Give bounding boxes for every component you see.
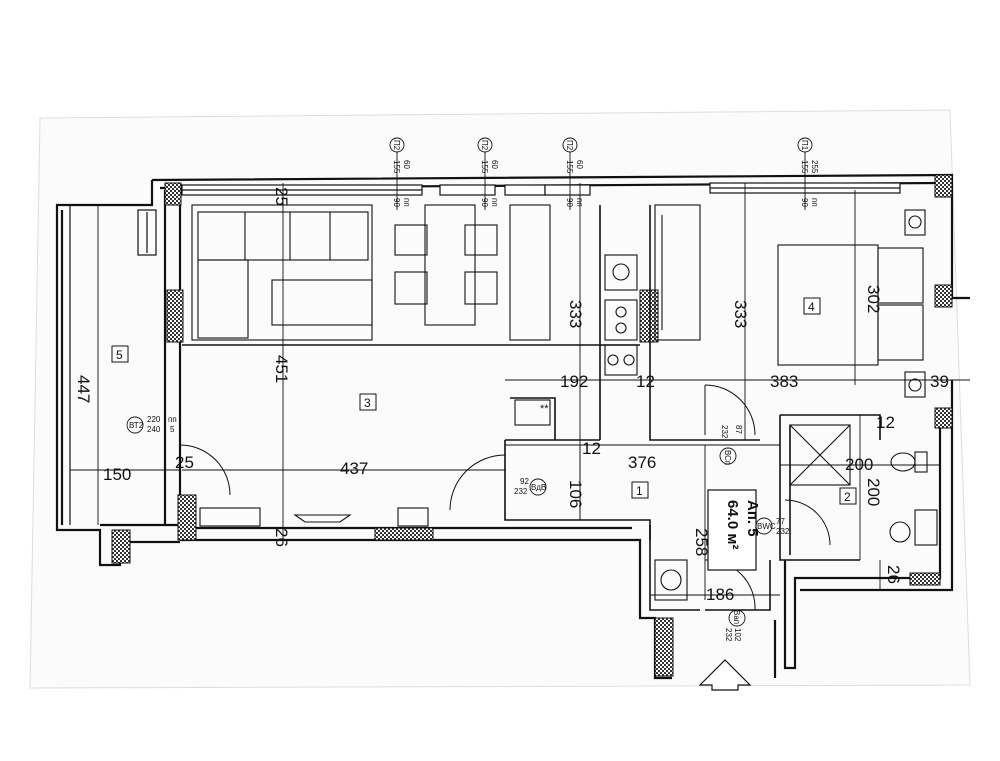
dim-bath-height: 200 — [864, 478, 883, 506]
dim-wall-26-bottom: 26 — [272, 528, 291, 547]
window-tag-2-sill: 90 — [480, 198, 489, 207]
coffee-table — [271, 279, 373, 326]
window-tag-1-sill: 90 — [392, 198, 401, 207]
door-tag-entrance-id: Вап — [732, 610, 741, 624]
dim-12-a: 12 — [636, 372, 655, 391]
window-tag-1-id: П2 — [392, 140, 401, 151]
door-tag-markers — [126, 416, 773, 627]
door-tag-living-id: ВдВ — [531, 483, 546, 492]
window-tag-markers — [389, 137, 813, 210]
dim-39: 39 — [930, 372, 949, 391]
entrance-arrow — [698, 659, 752, 691]
partitions — [182, 205, 881, 611]
door-tag-entrance-width: 102 — [733, 628, 742, 642]
door-tag-balcony-id: ВТ2 — [129, 421, 144, 430]
sink — [604, 254, 638, 291]
dim-bed-302: 302 — [864, 285, 883, 313]
door-tag-bedroom-id: ВСп — [723, 450, 732, 465]
window-tag-3-id: П2 — [565, 140, 574, 151]
door-tag-wc-height: 232 — [776, 527, 790, 536]
room-number-3: 3 — [364, 396, 371, 410]
dim-12-c: 12 — [876, 413, 895, 432]
dim-balcony-height: 447 — [74, 375, 93, 403]
room-number-4: 4 — [808, 300, 815, 314]
dim-bath-width: 200 — [845, 455, 873, 474]
window-tag-2-id: П2 — [480, 140, 489, 151]
window-tag-3-height: 155 — [565, 160, 574, 174]
window-tag-1-width: 60 — [402, 160, 411, 169]
apartment-label: Ап. 5 — [744, 500, 761, 537]
door-tag-entrance: Вап 102 232 — [724, 610, 742, 642]
kitchen-counter — [509, 204, 551, 341]
dim-bedroom-height: 333 — [731, 300, 750, 328]
shower — [789, 424, 851, 486]
window-tag-4-width: 255 — [810, 160, 819, 174]
shoe-cabinet — [199, 507, 261, 527]
window-tag-4-id: П1 — [800, 140, 809, 151]
door-tag-living: ВдВ 92 232 — [514, 477, 546, 496]
dim-entry-186: 186 — [706, 585, 734, 604]
dim-hall-height: 106 — [566, 480, 585, 508]
door-tag-wc-id: ВWС — [757, 522, 776, 531]
dim-hall-width: 376 — [628, 453, 656, 472]
dim-wall-25-top: 25 — [272, 187, 291, 206]
window-tag-3-sill: 90 — [565, 198, 574, 207]
room-number-1: 1 — [636, 484, 643, 498]
room-number-5: 5 — [116, 348, 123, 362]
window-tag-4: П1 255 155 90 пп — [800, 140, 819, 207]
window-tag-2-width: 60 — [490, 160, 499, 169]
window-tag-3: П2 60 155 90 пп — [565, 140, 584, 207]
window-tag-3-width: 60 — [575, 160, 584, 169]
door-tag-bedroom-width: 87 — [734, 425, 743, 434]
wall-hatching — [111, 174, 953, 677]
stove — [604, 299, 638, 341]
door-tag-balcony-pp: пп — [168, 415, 177, 424]
dimension-lines — [70, 183, 970, 600]
apartment-label-box — [707, 489, 757, 571]
dim-192: 192 — [560, 372, 588, 391]
window-tag-1-height: 155 — [392, 160, 401, 174]
door-tag-living-height: 232 — [514, 487, 528, 496]
dim-bedroom-width: 383 — [770, 372, 798, 391]
dim-living-width: 437 — [340, 459, 368, 478]
door-tag-balcony-width: 220 — [147, 415, 161, 424]
door-tag-bedroom: ВСп 87 232 — [720, 425, 743, 465]
window-tag-3-pp: пп — [575, 198, 584, 207]
window-tag-4-height: 155 — [800, 160, 809, 174]
wardrobe — [654, 204, 701, 341]
washbasin — [914, 509, 938, 546]
dim-12-b: 12 — [582, 439, 601, 458]
room-number-2: 2 — [844, 490, 851, 504]
door-tag-wc-width: 77 — [776, 517, 785, 526]
window-tag-1-pp: пп — [402, 198, 411, 207]
dining-table — [424, 204, 476, 326]
window-tag-1: П2 60 155 90 пп — [392, 140, 411, 207]
door-tag-balcony-sill: 5 — [170, 425, 175, 434]
dim-wall-25-mid: 25 — [175, 453, 194, 472]
stove-mark: ** — [540, 403, 549, 415]
window-tag-4-sill: 90 — [800, 198, 809, 207]
window-tag-2-height: 155 — [480, 160, 489, 174]
door-tag-wc: ВWС 77 232 — [757, 517, 790, 536]
dim-living-height: 451 — [272, 355, 291, 383]
dim-corridor-258: 258 — [692, 528, 711, 556]
balcony — [69, 205, 157, 525]
door-tag-living-width: 92 — [520, 477, 529, 486]
window-tag-4-pp: пп — [810, 198, 819, 207]
door-tag-bedroom-height: 232 — [720, 425, 729, 439]
door-tag-entrance-height: 232 — [724, 628, 733, 642]
room-number-boxes — [111, 297, 857, 505]
dim-wall-26-right: 26 — [884, 565, 903, 584]
dim-balcony-width: 150 — [103, 465, 131, 484]
window-tag-2: П2 60 155 90 пп — [480, 140, 499, 207]
door-tag-balcony-height: 240 — [147, 425, 161, 434]
window-tag-2-pp: пп — [490, 198, 499, 207]
dim-kitchen-height: 333 — [566, 300, 585, 328]
boiler — [654, 559, 688, 601]
sofa — [191, 204, 373, 341]
area-label: 64.0 м² — [724, 500, 741, 549]
door-tag-balcony: ВТ2 220 240 пп 5 — [129, 415, 177, 434]
